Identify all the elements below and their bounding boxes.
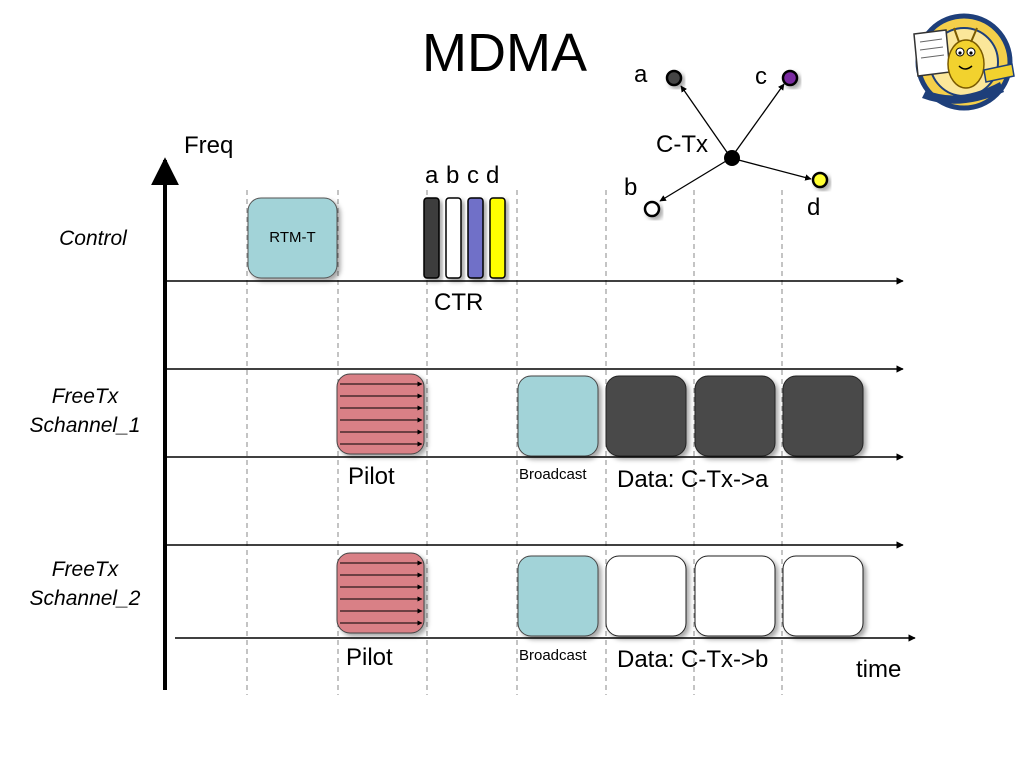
pilot-block-s2 [336,552,425,634]
node-c [781,69,799,87]
ctr-bar-label-b: b [446,162,460,189]
pilot-label-s2: Pilot [346,644,393,671]
data-block-s1 [694,375,776,457]
ctr-bar-label-c: c [467,162,479,189]
rtm-t-label: RTM-T [269,229,316,246]
broadcast-label-s1: Broadcast [519,466,587,483]
data-label-s2: Data: C-Tx->b [617,646,769,673]
ctr-bars [423,197,506,279]
row-label-s1-line2: Schannel_1 [29,414,141,437]
slide-title: MDMA [422,23,587,83]
channel-lines [165,277,916,642]
edge-to-b [659,157,732,202]
schannel-1-blocks [336,373,864,457]
ctx-node [724,150,740,166]
broadcast-block-s2 [517,555,599,637]
data-block-s1 [782,375,864,457]
node-d [811,171,829,189]
node-b [643,200,661,218]
rtm-t-block [247,197,338,279]
ctr-bar-d [489,197,506,279]
time-axis-label: time [856,656,902,683]
node-label-c: c [755,63,767,90]
broadcast-block-s1 [517,375,599,457]
pilot-arrows-s2 [340,560,423,626]
schannel-2-blocks [336,552,864,637]
ctr-bar-a [423,197,440,279]
data-block-s2 [694,555,776,637]
ctr-bar-c [467,197,484,279]
ctr-label: CTR [434,289,484,316]
broadcast-label-s2: Broadcast [519,647,587,664]
data-block-s2 [782,555,864,637]
node-label-b: b [624,174,638,201]
university-seal-logo [913,13,1015,111]
pilot-block-s1 [336,373,425,455]
edge-to-d [730,157,812,181]
data-block-s1 [605,375,687,457]
pilot-label-s1: Pilot [348,463,395,490]
row-label-s1: FreeTx Schannel_1 [20,382,150,440]
edge-to-c [730,83,785,159]
row-label-s1-line1: FreeTx [51,385,119,408]
data-block-s2 [605,555,687,637]
row-label-s2: FreeTx Schannel_2 [20,555,150,613]
ctr-bar-label-a: a [425,162,439,189]
row-label-control: Control [59,227,127,250]
node-a [665,69,683,87]
row-label-s2-line2: Schannel_2 [29,587,141,610]
node-label-d: d [807,194,821,221]
edge-to-a [680,85,732,159]
node-label-a: a [634,61,648,88]
freq-axis-label: Freq [184,132,234,159]
topology-star [643,69,829,218]
row-label-s2-line1: FreeTx [51,558,119,581]
data-label-s1: Data: C-Tx->a [617,466,769,493]
ctr-bar-b [445,197,462,279]
pilot-arrows-s1 [340,381,423,447]
ctr-bar-label-d: d [486,162,500,189]
ctx-label: C-Tx [656,131,708,158]
